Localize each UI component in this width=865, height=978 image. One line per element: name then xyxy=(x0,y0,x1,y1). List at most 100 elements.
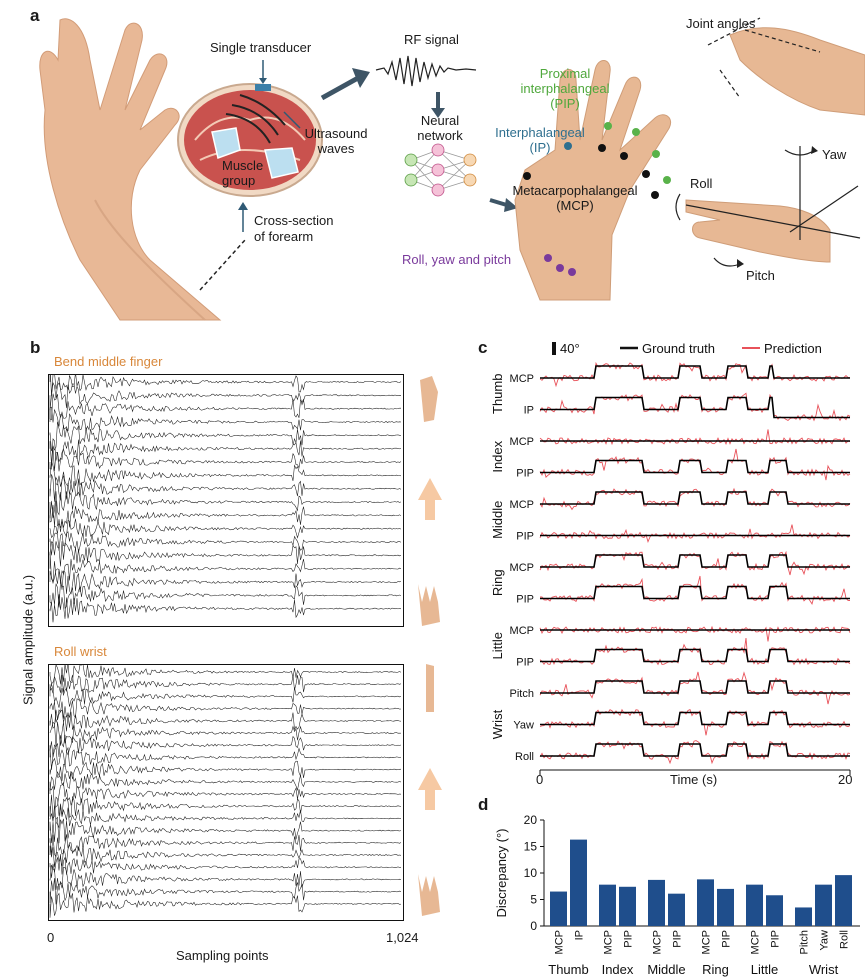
truth-trace xyxy=(540,585,850,600)
prediction-trace xyxy=(539,625,851,642)
panel-b-side-icons xyxy=(418,376,442,916)
roll-wrist-title: Roll wrist xyxy=(54,644,107,659)
rf-trace xyxy=(49,551,402,584)
rf-trace xyxy=(49,834,402,858)
rf-trace xyxy=(49,709,402,732)
bar xyxy=(697,879,714,926)
prediction-trace xyxy=(539,708,851,736)
truth-trace xyxy=(540,396,850,419)
x-tick-label: MCP xyxy=(652,930,664,954)
x-tick-label: MCP xyxy=(554,930,566,954)
rf-trace xyxy=(49,594,402,623)
rf-waterfall-top-frame xyxy=(48,374,404,627)
row-label: Pitch xyxy=(510,688,534,700)
rf-signal-waveform xyxy=(375,55,477,87)
pinch-hand-illustration xyxy=(707,17,865,116)
truth-trace xyxy=(540,459,850,474)
x-tick-label: PIP xyxy=(672,930,684,948)
ultrasound-waves-line1: Ultrasound xyxy=(304,126,368,141)
bar xyxy=(599,884,616,926)
joint-angle-traces: MCPIPThumbMCPPIPIndexMCPPIPMiddleMCPPIPR… xyxy=(490,361,851,775)
neural-network-line1: Neural xyxy=(420,113,460,128)
rf-trace xyxy=(49,437,402,466)
roll-yaw-pitch-label: Roll, yaw and pitch xyxy=(402,252,512,267)
bar xyxy=(835,875,852,926)
neural-network-line2: network xyxy=(417,128,463,143)
rf-trace xyxy=(49,794,402,820)
single-transducer-label: Single transducer xyxy=(210,40,312,55)
rf-trace xyxy=(49,757,402,781)
roll-label: Roll xyxy=(690,176,713,191)
panel-c-xtick-start: 0 xyxy=(536,772,544,787)
rf-trace xyxy=(49,771,402,792)
forearm-cross-section xyxy=(177,60,323,232)
rf-trace xyxy=(49,843,402,868)
row-label: MCP xyxy=(510,436,534,448)
group-label: Little xyxy=(751,962,778,977)
rf-trace xyxy=(49,805,402,829)
panel-c-xlabel: Time (s) xyxy=(670,772,718,787)
palm-hand-illustration xyxy=(514,60,672,301)
mcp-line2: (MCP) xyxy=(556,198,594,213)
muscle-group-line2: group xyxy=(222,173,256,188)
rf-waterfall-top-traces xyxy=(49,374,402,623)
arrow-down-icon xyxy=(431,92,445,118)
neural-network-diagram xyxy=(404,143,477,197)
ultrasound-waves-line2: waves xyxy=(317,141,355,156)
rf-trace xyxy=(49,421,402,452)
cross-section-label: Cross-section of forearm xyxy=(254,213,333,245)
group-label: Wrist xyxy=(809,962,839,977)
ip-label: Interphalangeal (IP) xyxy=(490,125,590,155)
row-label: MCP xyxy=(510,499,534,511)
group-label: Middle xyxy=(490,501,505,539)
pip-line3: (PIP) xyxy=(550,96,580,111)
truth-trace xyxy=(540,680,850,694)
ip-line2: (IP) xyxy=(529,140,551,155)
truth-trace xyxy=(540,554,850,568)
x-tick-label: Roll xyxy=(839,930,851,949)
rf-trace xyxy=(49,374,402,397)
prediction-trace xyxy=(539,361,851,388)
x-tick-label: PIP xyxy=(721,930,733,948)
pip-label: Proximal interphalangeal (PIP) xyxy=(510,66,620,111)
row-label: PIP xyxy=(516,468,534,480)
group-label: Thumb xyxy=(490,374,505,414)
scale-bar-icon xyxy=(552,342,556,355)
panel-label-b: b xyxy=(30,338,41,357)
prediction-trace xyxy=(539,671,851,705)
panel-a-illustration xyxy=(39,17,865,321)
prediction-trace xyxy=(539,448,851,481)
bar xyxy=(746,884,763,926)
panel-c-legend: 40° Ground truth Prediction xyxy=(552,341,822,356)
legend-truth-label: Ground truth xyxy=(642,341,715,356)
truth-trace xyxy=(540,648,850,663)
y-tick-label: 15 xyxy=(524,840,538,854)
rf-signal-label: RF signal xyxy=(404,32,459,47)
rf-trace xyxy=(49,474,402,502)
bar xyxy=(550,891,567,926)
x-tick-label: MCP xyxy=(701,930,713,954)
hand-side-icon xyxy=(426,664,434,712)
x-tick-label: PIP xyxy=(623,930,635,948)
arrow-to-hand-icon xyxy=(489,198,518,212)
bar xyxy=(717,888,734,926)
pitch-label: Pitch xyxy=(746,268,775,283)
group-label: Thumb xyxy=(548,962,588,977)
rf-trace xyxy=(49,568,402,595)
panel-b-ylabel: Signal amplitude (a.u.) xyxy=(20,574,36,706)
y-tick-label: 5 xyxy=(530,893,537,907)
bar xyxy=(766,895,783,926)
rf-waterfall-bottom-traces xyxy=(49,664,402,918)
scale-bar-label: 40° xyxy=(560,341,580,356)
group-label: Little xyxy=(490,632,505,659)
panel-b-xtick-end: 1,024 xyxy=(386,930,419,945)
panel-label-c: c xyxy=(478,338,488,357)
prediction-trace xyxy=(539,524,851,544)
panel-b-xtick-start: 0 xyxy=(47,930,55,945)
panel-b-xlabel: Sampling points xyxy=(176,948,269,963)
hand-open-icon-bottom xyxy=(418,874,440,916)
row-label: Yaw xyxy=(513,720,534,732)
rf-trace xyxy=(49,518,402,539)
rf-trace xyxy=(49,393,402,421)
x-tick-label: MCP xyxy=(603,930,615,954)
